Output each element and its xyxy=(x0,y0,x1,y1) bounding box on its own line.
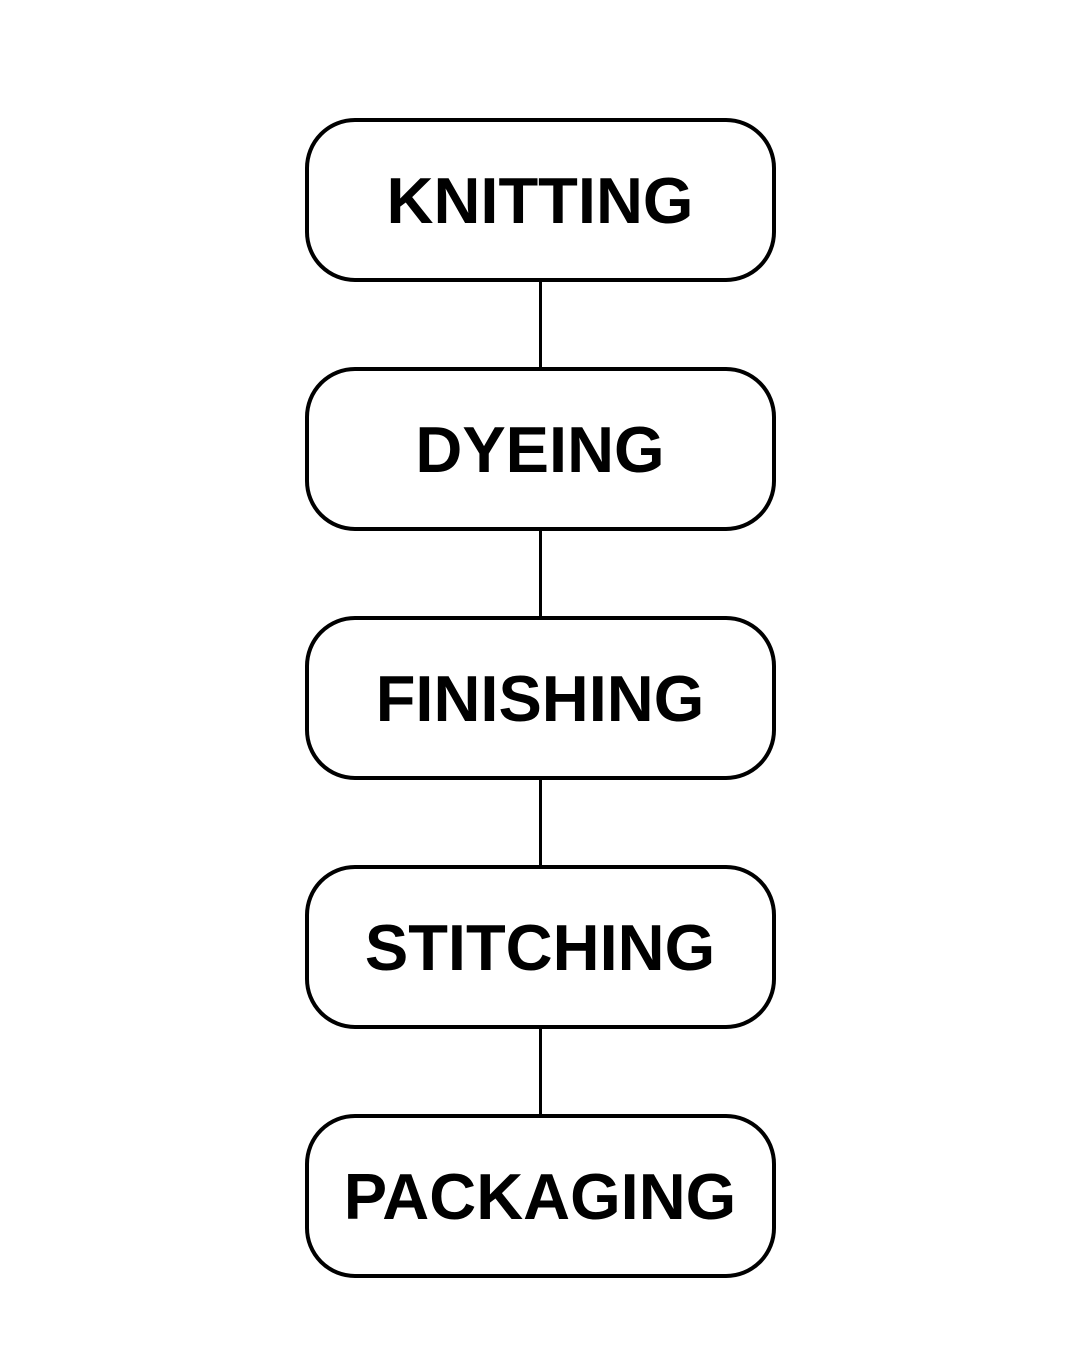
flow-node-dyeing: DYEING xyxy=(304,367,776,531)
connector-line-2 xyxy=(538,531,542,616)
flow-node-knitting: KNITTING xyxy=(304,118,776,282)
connector-line-4 xyxy=(538,1029,542,1114)
flow-node-stitching: STITCHING xyxy=(304,865,776,1029)
flow-node-finishing: FINISHING xyxy=(304,616,776,780)
connector-line-1 xyxy=(538,282,542,367)
flowchart: KNITTING DYEING FINISHING STITCHING PACK… xyxy=(304,118,776,1278)
connector-line-3 xyxy=(538,780,542,865)
flow-node-packaging: PACKAGING xyxy=(304,1114,776,1278)
